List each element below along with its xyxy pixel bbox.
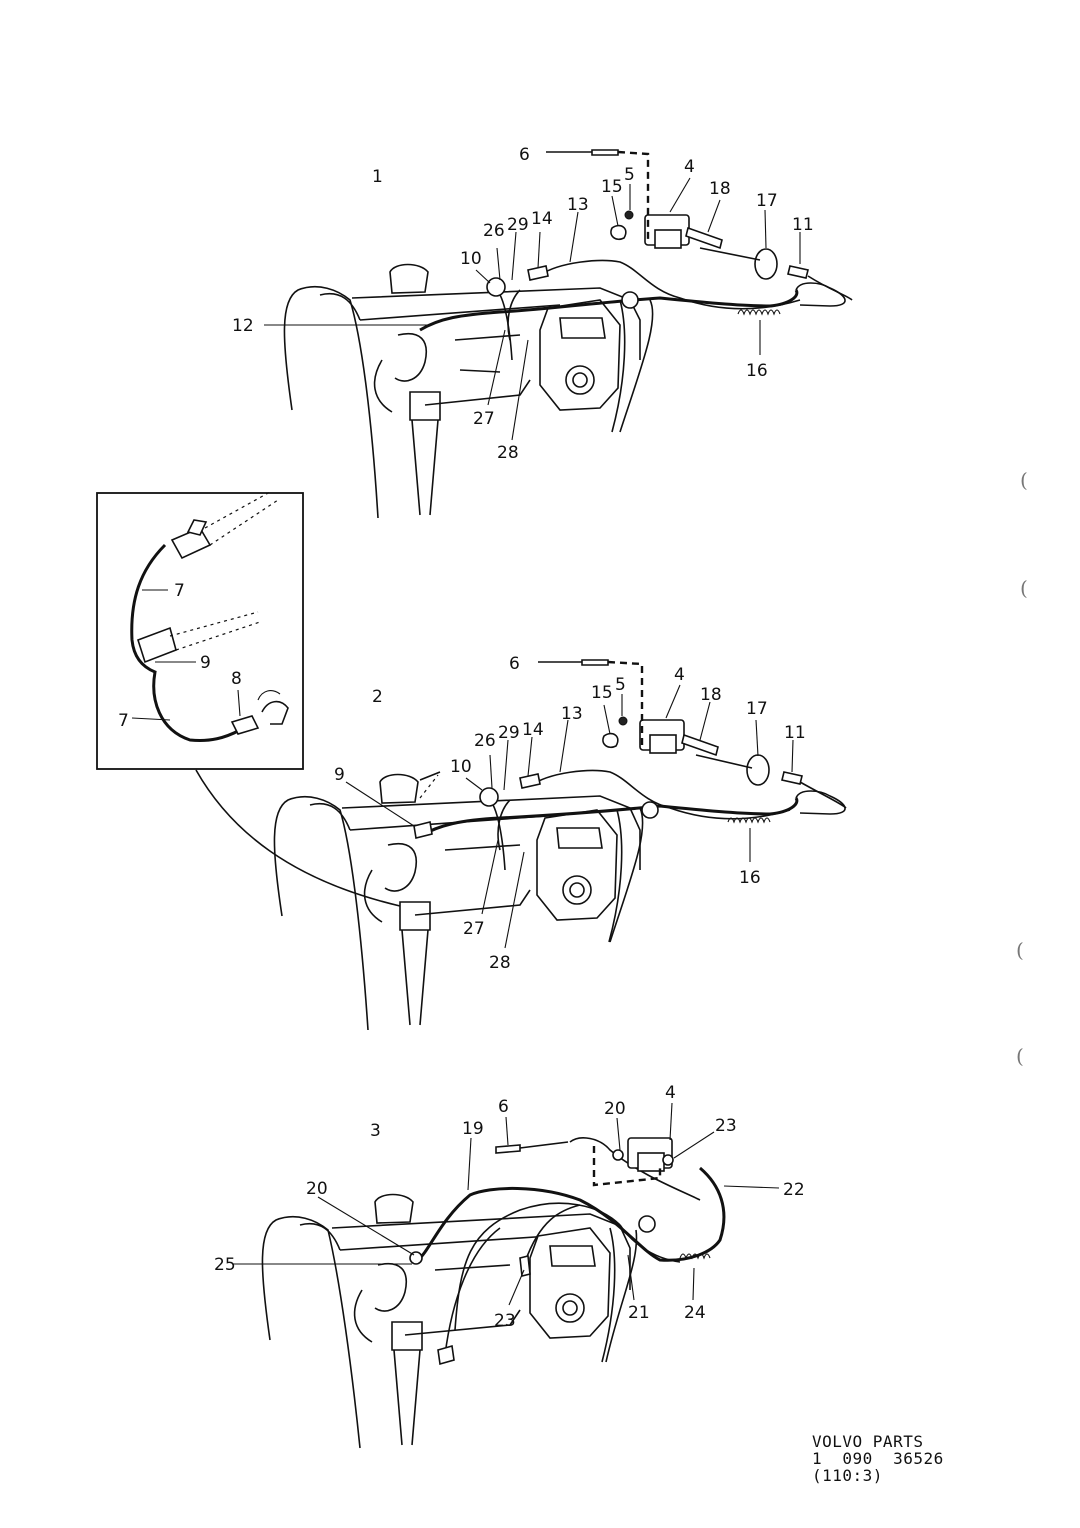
callout-21-v3: 21 [628, 1303, 650, 1323]
callout-13-v2: 13 [561, 704, 583, 724]
section-code: (110:3) [812, 1466, 883, 1485]
callout-20-v3-left: 20 [306, 1179, 328, 1199]
callout-23-v3-bottom: 23 [494, 1311, 516, 1331]
callout-26-v1: 26 [483, 221, 505, 241]
callout-22-v3: 22 [783, 1180, 805, 1200]
callout-24-v3: 24 [684, 1303, 706, 1323]
callout-15-v2: 15 [591, 683, 613, 703]
margin-mark-3: ( [1016, 938, 1024, 962]
brand-label: VOLVO PARTS [812, 1432, 924, 1451]
callout-29-v1: 29 [507, 215, 529, 235]
view-number-2: 2 [372, 687, 383, 707]
callout-16-v1: 16 [746, 361, 768, 381]
view-number-3: 3 [370, 1121, 381, 1141]
callout-4-v3: 4 [665, 1083, 676, 1103]
callout-18-v1: 18 [709, 179, 731, 199]
callout-8-inset: 8 [231, 669, 242, 689]
callout-18-v2: 18 [700, 685, 722, 705]
callout-25-v3: 25 [214, 1255, 236, 1275]
callout-9-v2: 9 [334, 765, 345, 785]
catalog-reference: VOLVO PARTS 1 090 36526 (110:3) [812, 1433, 944, 1484]
callout-10-v1: 10 [460, 249, 482, 269]
callout-4-v1: 4 [684, 157, 695, 177]
callout-10-v2: 10 [450, 757, 472, 777]
callout-14-v1: 14 [531, 209, 553, 229]
callout-6-v1: 6 [519, 145, 530, 165]
callout-26-v2: 26 [474, 731, 496, 751]
callout-28-v1: 28 [497, 443, 519, 463]
callout-27-v1: 27 [473, 409, 495, 429]
view-3: 3 [214, 1083, 805, 1449]
callout-17-v2: 17 [746, 699, 768, 719]
inset-detail: 7 9 8 7 [96, 491, 401, 907]
view-1: 1 [232, 145, 853, 519]
margin-mark-4: ( [1016, 1044, 1024, 1068]
part-number: 1 090 36526 [812, 1449, 944, 1468]
callout-9-inset: 9 [200, 653, 211, 673]
margin-mark-2: ( [1020, 576, 1028, 600]
callout-16-v2: 16 [739, 868, 761, 888]
callout-19-v3: 19 [462, 1119, 484, 1139]
callout-12-v1: 12 [232, 316, 254, 336]
callout-4-v2: 4 [674, 665, 685, 685]
view-number-1: 1 [372, 167, 383, 187]
view-2: 2 [273, 654, 847, 1031]
callout-17-v1: 17 [756, 191, 778, 211]
callout-11-v1: 11 [792, 215, 814, 235]
callout-28-v2: 28 [489, 953, 511, 973]
callout-14-v2: 14 [522, 720, 544, 740]
callout-29-v2: 29 [498, 723, 520, 743]
callout-5-v2: 5 [615, 675, 626, 695]
callout-23-v3-top: 23 [715, 1116, 737, 1136]
callout-7-inset-bottom: 7 [118, 711, 129, 731]
callout-6-v3: 6 [498, 1097, 509, 1117]
callout-6-v2: 6 [509, 654, 520, 674]
callout-13-v1: 13 [567, 195, 589, 215]
callout-20-v3-top: 20 [604, 1099, 626, 1119]
callout-15-v1: 15 [601, 177, 623, 197]
callout-27-v2: 27 [463, 919, 485, 939]
callout-7-inset-top: 7 [174, 581, 185, 601]
callout-11-v2: 11 [784, 723, 806, 743]
callout-5-v1: 5 [624, 165, 635, 185]
margin-mark-1: ( [1020, 468, 1028, 492]
